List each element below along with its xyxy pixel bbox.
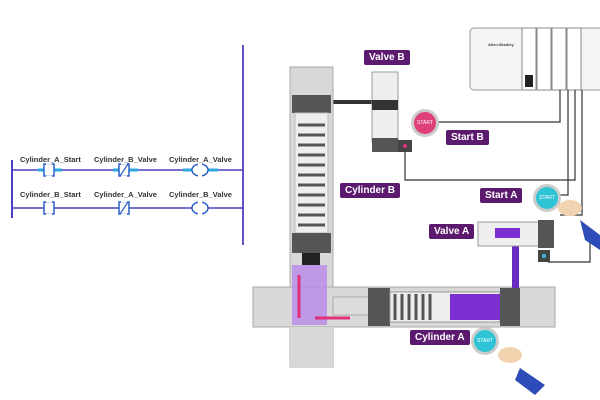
rung-2-contact-1-label: Cylinder_B_Start: [20, 190, 81, 199]
valve-b: [371, 71, 412, 152]
start-b-button-text: START: [417, 120, 433, 126]
valve-a-label: Valve A: [429, 224, 475, 239]
start-a-label: Start A: [480, 188, 523, 203]
cylinder-a-start-button[interactable]: START: [471, 327, 499, 355]
start-b-button[interactable]: START: [411, 109, 439, 137]
contact-no-icon: [43, 163, 55, 177]
start-a-button[interactable]: START: [533, 184, 561, 212]
valve-a: [477, 220, 554, 262]
contact-no-icon: [43, 201, 55, 215]
start-a-button-text: START: [539, 195, 555, 201]
rung-1-contact-1-label: Cylinder_A_Start: [20, 155, 81, 164]
rung-1-contact-2-label: Cylinder_B_Valve: [94, 155, 157, 164]
rung-2-coil-label: Cylinder_B_Valve: [169, 190, 232, 199]
rung-1-coil-label: Cylinder_A_Valve: [169, 155, 232, 164]
rung-2-contact-2-label: Cylinder_A_Valve: [94, 190, 157, 199]
cylinder-a-button-text: START: [477, 338, 493, 344]
plc-rack: [469, 27, 600, 91]
sleeve-icon: [515, 220, 600, 395]
cylinder-a: [252, 243, 556, 367]
plc-brand: Allen-Bradley: [488, 42, 514, 47]
cylinder-b-label: Cylinder B: [340, 183, 401, 198]
valve-b-label: Valve B: [364, 50, 410, 65]
ladder-diagram: [11, 45, 244, 245]
hand-icon: [498, 200, 582, 363]
wires: [333, 90, 591, 263]
motion-arrows-icon: [297, 275, 350, 320]
start-b-label: Start B: [446, 130, 489, 145]
cylinder-a-label: Cylinder A: [410, 330, 470, 345]
